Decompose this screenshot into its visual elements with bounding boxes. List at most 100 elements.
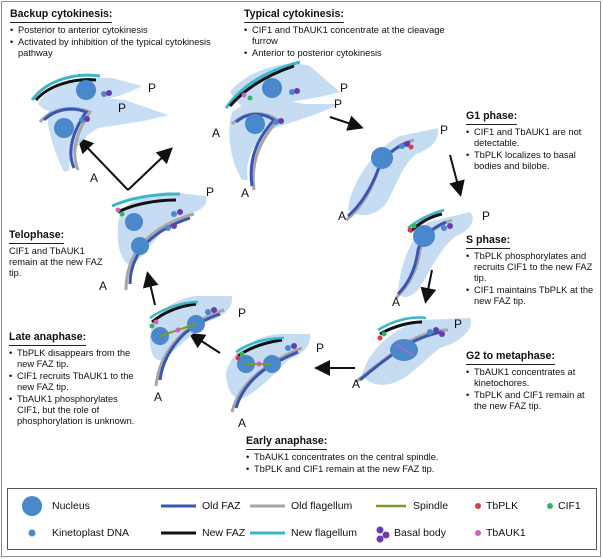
bullet: TbPLK localizes to basal bodies and bilo…	[466, 150, 594, 172]
stage-early: Early anaphase: TbAUK1 concentrates on t…	[246, 435, 506, 475]
nucleus	[413, 225, 435, 247]
cell-backup	[30, 73, 168, 172]
stage-title: Early anaphase:	[246, 435, 328, 450]
cif1	[239, 351, 245, 357]
cell-telophase	[111, 192, 207, 291]
legend-kinetoplast-symbol	[28, 529, 36, 537]
label-anterior: A	[154, 390, 162, 404]
basal-body	[291, 343, 297, 349]
stage-late: Late anaphase: TbPLK disappears from the…	[9, 331, 139, 427]
cell-body	[398, 212, 473, 298]
stage-title: Typical cytokinesis:	[244, 8, 344, 23]
cell-g2	[355, 316, 471, 385]
tbauk1	[256, 361, 262, 367]
new-flagellum	[407, 208, 445, 229]
stage-title: Backup cytokinesis:	[10, 8, 113, 23]
cycle-arrows	[77, 115, 465, 376]
bullet: TbPLK disappears from the new FAZ tip.	[9, 348, 139, 370]
basal-body	[84, 116, 90, 122]
basal-body	[447, 223, 453, 229]
kinetoplast	[205, 309, 211, 315]
bullet: TbAUK1 concentrates at kinetochores.	[466, 367, 594, 389]
new-faz	[151, 302, 197, 324]
basal-body	[433, 327, 439, 333]
stage-telophase: Telophase: CIF1 and TbAUK1 remain at the…	[9, 229, 107, 279]
new-faz	[34, 78, 97, 102]
bullet: TbAUK1 phosphorylates CIF1, but the role…	[9, 394, 139, 427]
cif1	[247, 95, 253, 101]
nucleus	[371, 147, 393, 169]
label-anterior: A	[238, 416, 246, 430]
legend-tbauk1-symbol	[475, 530, 481, 536]
tbauk1	[115, 207, 121, 213]
kinetoplast	[285, 345, 291, 351]
stage-g2: G2 to metaphase: TbAUK1 concentrates at …	[466, 350, 594, 412]
legend-nucleus-symbol	[22, 496, 42, 516]
stage-text: CIF1 and TbAUK1 remain at the new FAZ ti…	[9, 246, 103, 278]
legend-old-flagellum: Old flagellum	[291, 500, 353, 512]
legend-symbols	[22, 496, 553, 543]
legend-tbplk: TbPLK	[486, 500, 519, 512]
label-posterior: P	[482, 209, 490, 223]
basal-body	[211, 307, 217, 313]
bullet: Anterior to posterior cytokinesis	[244, 48, 454, 59]
bullet: Posterior to anterior cytokinesis	[10, 25, 220, 36]
stage-g1: G1 phase: CIF1 and TbAUK1 are not detect…	[466, 110, 594, 172]
new-flagellum	[235, 336, 285, 354]
stage-backup: Backup cytokinesis: Posterior to anterio…	[10, 8, 220, 59]
tbauk1	[175, 327, 181, 333]
basal-body	[278, 118, 284, 124]
nucleus	[131, 237, 149, 255]
nucleus	[245, 114, 265, 134]
new-faz	[408, 212, 443, 234]
label-anterior: A	[90, 171, 98, 185]
label-posterior: P	[118, 101, 126, 115]
label-posterior: P	[206, 185, 214, 199]
legend-kinetoplast: Kinetoplast DNA	[52, 527, 130, 539]
cif1	[411, 223, 417, 229]
new-flagellum	[30, 73, 101, 101]
bullet: CIF1 and TbAUK1 are not detectable.	[466, 127, 594, 149]
arrow-telophase-to-backup	[77, 137, 129, 191]
stage-typical: Typical cytokinesis: CIF1 and TbAUK1 con…	[244, 8, 454, 59]
old-faz	[158, 312, 221, 381]
bullet: CIF1 and TbAUK1 concentrate at the cleav…	[244, 25, 454, 47]
label-anterior: A	[352, 377, 360, 391]
legend-new-flagellum: New flagellum	[291, 527, 357, 539]
legend-nucleus: Nucleus	[52, 500, 90, 512]
cell-late	[149, 296, 233, 387]
kinetoplast	[399, 143, 405, 149]
legend-tbauk1: TbAUK1	[486, 527, 526, 539]
label-posterior: P	[316, 341, 324, 355]
old-flagellum	[124, 212, 195, 291]
label-posterior: P	[148, 81, 156, 95]
cif1	[381, 331, 387, 337]
kinetoplast	[289, 89, 295, 95]
cell-body	[47, 98, 168, 172]
basal-body	[106, 90, 112, 96]
new-faz	[117, 198, 177, 214]
arrow-s-to-g2	[420, 269, 437, 304]
stage-title: G2 to metaphase:	[466, 350, 555, 365]
legend-basal-body: Basal body	[394, 527, 446, 539]
cif1	[149, 323, 155, 329]
new-flagellum	[111, 192, 181, 208]
arrow-g1-to-s	[449, 154, 465, 197]
cell-s	[394, 208, 473, 300]
end-labels: P P A P P A A P A P A P A P A P A P A	[90, 81, 490, 430]
basal-body	[294, 88, 300, 94]
old-faz	[128, 216, 191, 285]
bullet: Activated by inhibition of the typical c…	[10, 37, 220, 59]
old-faz	[234, 350, 299, 409]
basal-body	[171, 223, 177, 229]
stage-title: G1 phase:	[466, 110, 518, 125]
tbauk1	[241, 92, 247, 98]
cif1	[119, 211, 125, 217]
tbplk	[377, 335, 383, 341]
label-anterior: A	[212, 126, 220, 140]
kinetoplast	[441, 225, 447, 231]
arrow-telophase-to-typical	[127, 147, 173, 191]
old-faz	[347, 140, 411, 218]
new-flagellum	[224, 60, 301, 109]
bullet: TbAUK1 concentrates on the central spind…	[246, 452, 506, 463]
